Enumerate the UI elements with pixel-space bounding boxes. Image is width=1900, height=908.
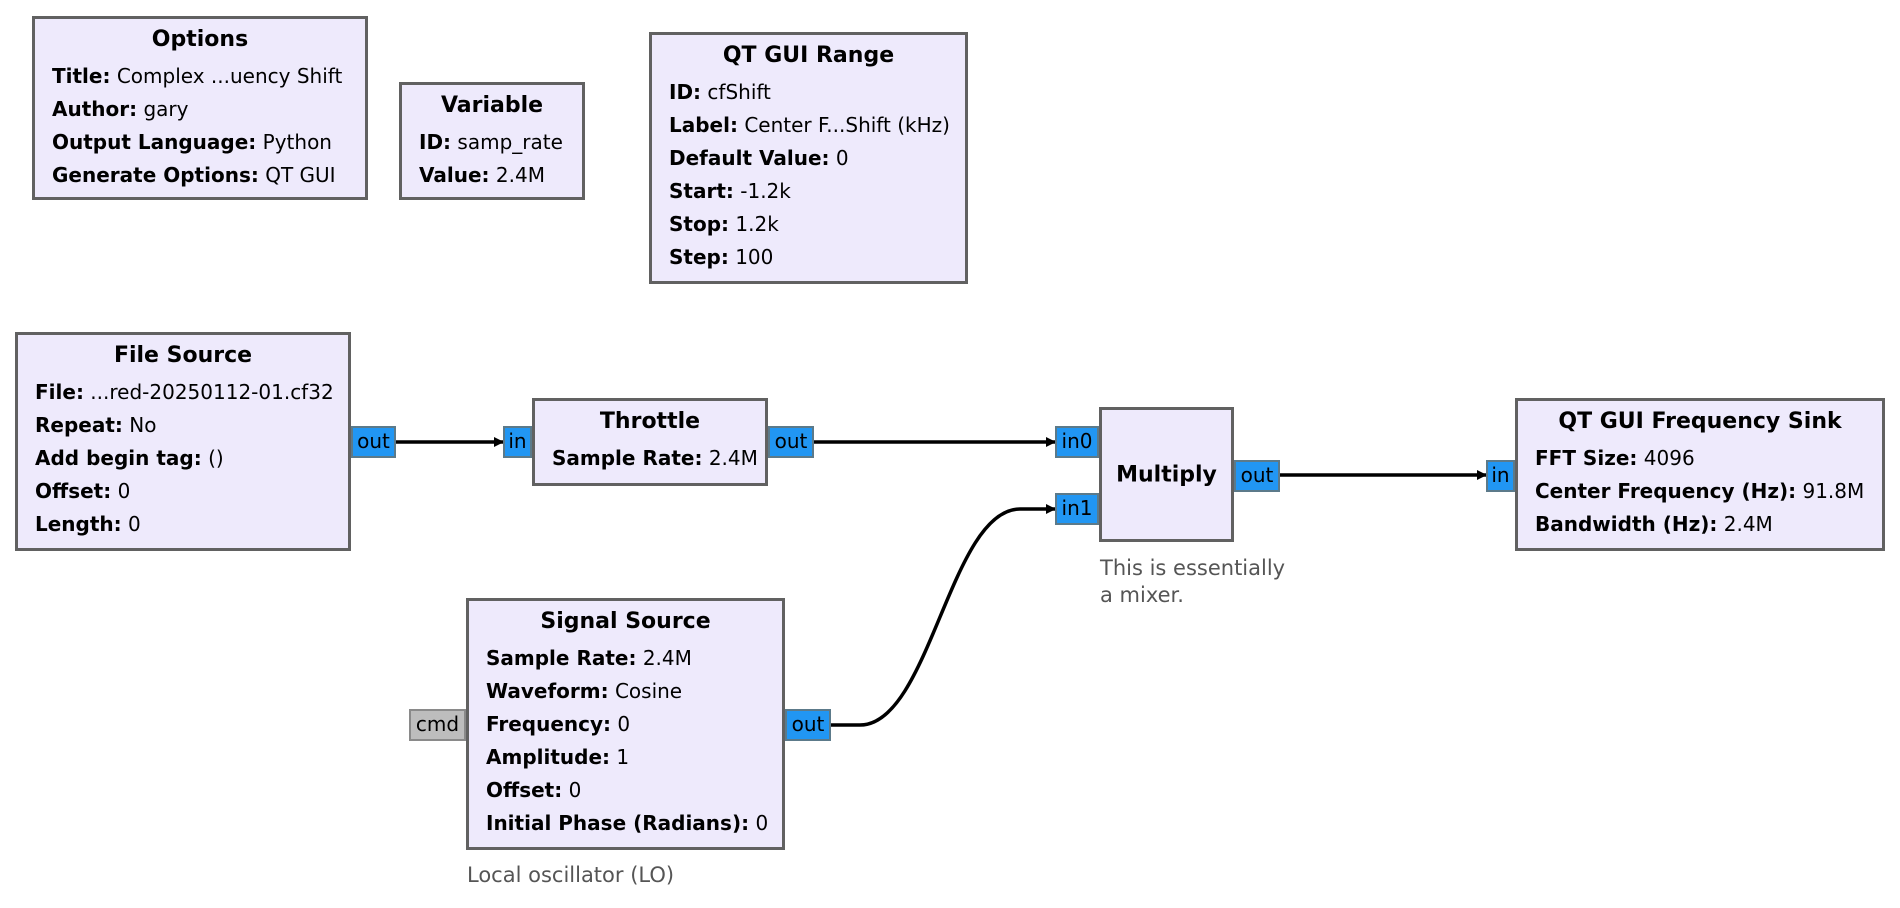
param-output-language: Output Language: Python xyxy=(52,130,332,154)
param-center-frequency: Center Frequency (Hz): 91.8M xyxy=(1535,479,1865,503)
block-title: Throttle xyxy=(599,409,701,434)
file-source-out-port[interactable]: out xyxy=(351,426,396,458)
param-length: Length: 0 xyxy=(35,512,141,536)
param-label: Label: Center F...Shift (kHz) xyxy=(669,113,950,137)
options-block[interactable]: Options Title: Complex ...uency Shift Au… xyxy=(32,16,368,200)
block-title: Options xyxy=(151,27,249,52)
multiply-in1-port[interactable]: in1 xyxy=(1055,493,1099,525)
param-id: ID: samp_rate xyxy=(419,130,563,154)
param-add-begin-tag: Add begin tag: () xyxy=(35,446,224,470)
param-frequency: Frequency: 0 xyxy=(486,712,631,736)
freq-sink-in-port[interactable]: in xyxy=(1486,460,1515,492)
param-repeat: Repeat: No xyxy=(35,413,157,437)
param-bandwidth: Bandwidth (Hz): 2.4M xyxy=(1535,512,1773,536)
param-offset: Offset: 0 xyxy=(486,778,582,802)
param-file: File: ...red-20250112-01.cf32 xyxy=(35,380,334,404)
throttle-in-port[interactable]: in xyxy=(503,426,532,458)
block-title: QT GUI Frequency Sink xyxy=(1558,409,1842,434)
block-title: Variable xyxy=(440,93,544,118)
param-id: ID: cfShift xyxy=(669,80,771,104)
signal-source-cmd-port[interactable]: cmd xyxy=(409,709,466,741)
block-title: QT GUI Range xyxy=(722,43,895,68)
multiply-out-port[interactable]: out xyxy=(1234,460,1280,492)
param-sample-rate: Sample Rate: 2.4M xyxy=(486,646,692,670)
param-sample-rate: Sample Rate: 2.4M xyxy=(552,446,758,470)
block-title: Multiply xyxy=(1116,462,1217,487)
param-title: Title: Complex ...uency Shift xyxy=(52,64,343,88)
qt-gui-range-block[interactable]: QT GUI Range ID: cfShift Label: Center F… xyxy=(649,32,968,284)
signal-source-out-port[interactable]: out xyxy=(785,709,831,741)
param-initial-phase: Initial Phase (Radians): 0 xyxy=(486,811,769,835)
param-step: Step: 100 xyxy=(669,245,774,269)
param-start: Start: -1.2k xyxy=(669,179,791,203)
param-amplitude: Amplitude: 1 xyxy=(486,745,630,769)
param-waveform: Waveform: Cosine xyxy=(486,679,683,703)
param-default-value: Default Value: 0 xyxy=(669,146,849,170)
param-offset: Offset: 0 xyxy=(35,479,131,503)
multiply-in0-port[interactable]: in0 xyxy=(1055,426,1099,458)
param-author: Author: gary xyxy=(52,97,189,121)
file-source-block[interactable]: File Source File: ...red-20250112-01.cf3… xyxy=(15,332,351,551)
variable-block[interactable]: Variable ID: samp_rate Value: 2.4M xyxy=(399,82,585,200)
throttle-out-port[interactable]: out xyxy=(768,426,814,458)
signal-source-comment: Local oscillator (LO) xyxy=(467,863,675,887)
multiply-comment: This is essentially a mixer. xyxy=(1100,556,1286,607)
param-fft-size: FFT Size: 4096 xyxy=(1535,446,1695,470)
block-title: Signal Source xyxy=(540,609,711,634)
qt-gui-frequency-sink-block[interactable]: QT GUI Frequency Sink FFT Size: 4096 Cen… xyxy=(1515,398,1885,551)
block-title: File Source xyxy=(113,343,253,368)
wire-signalsource-multiply-in1[interactable] xyxy=(831,504,1056,727)
param-stop: Stop: 1.2k xyxy=(669,212,779,236)
param-generate-options: Generate Options: QT GUI xyxy=(52,163,336,187)
signal-source-block[interactable]: Signal Source Sample Rate: 2.4M Waveform… xyxy=(466,598,785,850)
param-value: Value: 2.4M xyxy=(419,163,545,187)
throttle-block[interactable]: Throttle Sample Rate: 2.4M xyxy=(532,398,768,486)
multiply-block[interactable]: Multiply xyxy=(1099,407,1234,542)
